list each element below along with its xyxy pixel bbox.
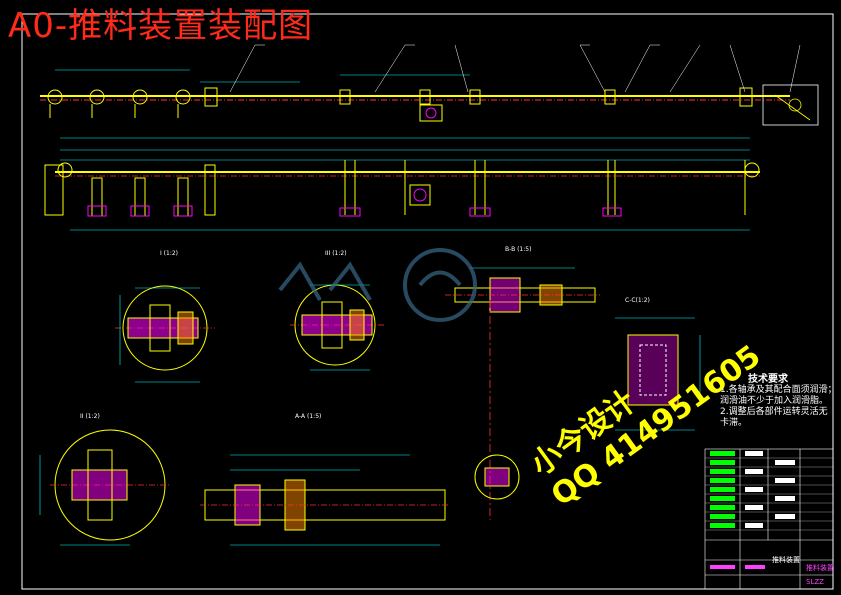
section-bb-view — [445, 267, 600, 313]
tech-requirements-heading: 技术要求 — [748, 374, 788, 385]
title-block-drawn: 推料装置 — [806, 564, 834, 572]
parts-list-fills — [710, 451, 795, 569]
title-block-name: 推料装置 — [772, 556, 800, 564]
plan-view — [44, 137, 760, 231]
parts-list-rows — [705, 457, 833, 531]
label-section-bb: B-B (1:5) — [505, 246, 532, 253]
small-bearing-view — [474, 454, 520, 500]
section-aa-view — [200, 454, 450, 546]
drawing-title: A0-推料装置装配图 — [8, 6, 314, 46]
detail-ii-view — [39, 429, 170, 546]
tech-requirement-line: 润滑油不少于加入润滑脂。 — [720, 396, 829, 406]
tech-requirement-line: 1.各轴承及其配合面须润滑； — [720, 385, 837, 395]
title-block-code: SLZZ — [806, 578, 824, 586]
drive-pulley-right — [744, 162, 760, 178]
gear-motor-top — [419, 104, 443, 122]
support-columns — [44, 160, 746, 217]
label-detail-iii: III (1:2) — [325, 250, 347, 257]
gear-motor-plan — [409, 184, 431, 206]
tech-requirement-line: 卡滞。 — [720, 418, 748, 428]
title-block — [704, 448, 834, 590]
roller-supports-top — [47, 87, 753, 118]
section-cc-view — [615, 317, 701, 431]
tech-requirement-line: 2.调整后各部件运转灵活无 — [720, 407, 828, 417]
leader-lines-top — [229, 44, 801, 93]
label-section-aa: A-A (1:5) — [295, 413, 322, 420]
label-section-cc: C-C(1:2) — [625, 297, 650, 304]
label-detail-i: I (1:2) — [160, 250, 179, 257]
drawing-border — [21, 13, 834, 590]
technical-requirements: 技术要求 1.各轴承及其配合面须润滑； 润滑油不少于加入润滑脂。 2.调整后各部… — [720, 374, 837, 429]
faint-logo-watermark — [278, 248, 477, 322]
detail-iii-view — [290, 284, 385, 371]
top-elevation-view — [40, 44, 819, 126]
end-drive-box — [762, 84, 819, 126]
drive-pulley-left — [57, 162, 73, 178]
label-detail-ii: II (1:2) — [80, 413, 100, 420]
bases — [87, 205, 622, 217]
detail-i-view — [115, 285, 215, 383]
